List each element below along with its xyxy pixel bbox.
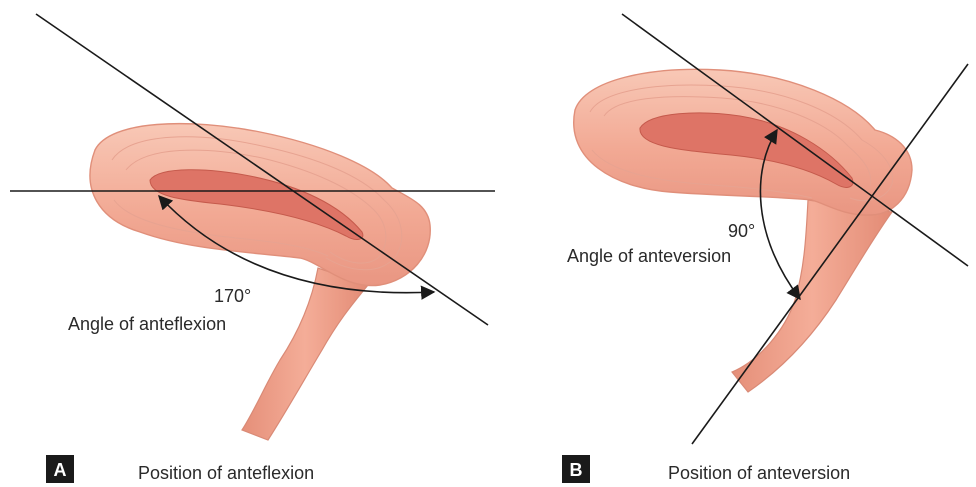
cervix-shape-a [242, 268, 368, 440]
cervix-shape-b [732, 200, 892, 392]
angle-value-a: 170° [214, 286, 251, 306]
panel-badge-b-text: B [570, 460, 583, 480]
caption-b: Position of anteversion [668, 463, 850, 483]
caption-a: Position of anteflexion [138, 463, 314, 483]
angle-label-b: Angle of anteversion [567, 246, 731, 266]
panel-badge-a-text: A [54, 460, 67, 480]
angle-value-b: 90° [728, 221, 755, 241]
panel-b: 90° Angle of anteversion B Position of a… [562, 14, 968, 483]
angle-label-a: Angle of anteflexion [68, 314, 226, 334]
panel-a: 170° Angle of anteflexion A Position of … [10, 14, 495, 483]
